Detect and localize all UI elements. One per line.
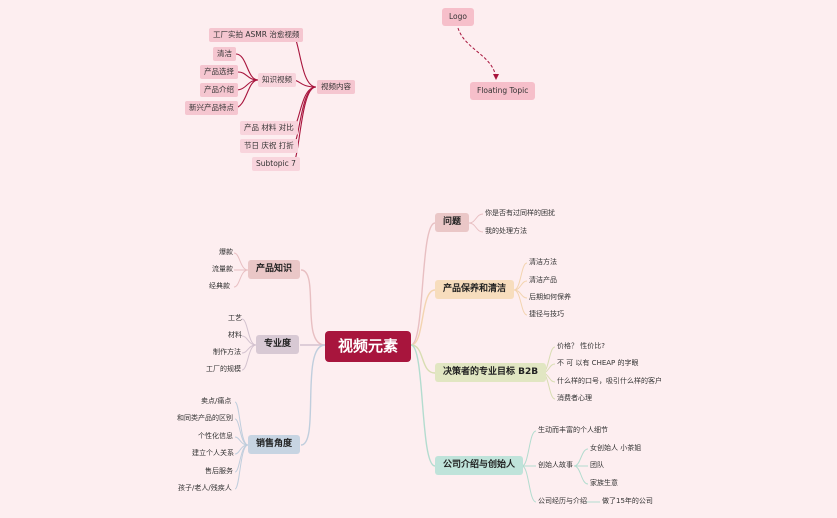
branch-b2b-goals[interactable]: 决策者的专业目标 B2B <box>435 363 547 382</box>
root-topic[interactable]: 视频元素 <box>325 331 412 362</box>
leaf-personal-details[interactable]: 生动而丰富的个人细节 <box>538 426 608 434</box>
leaf-maintenance[interactable]: 后期如何保养 <box>529 293 571 301</box>
topic-product-choice[interactable]: 产品选择 <box>200 65 238 79</box>
leaf-my-method[interactable]: 我的处理方法 <box>485 227 527 235</box>
leaf-factory-scale[interactable]: 工厂的规模 <box>206 365 241 373</box>
leaf-difference[interactable]: 和同类产品的区别 <box>177 414 233 422</box>
leaf-craft[interactable]: 工艺 <box>228 314 242 322</box>
branch-product-knowledge[interactable]: 产品知识 <box>248 260 301 279</box>
leaf-clean-product[interactable]: 清洁产品 <box>529 276 557 284</box>
leaf-relationship[interactable]: 建立个人关系 <box>192 449 234 457</box>
logo-topic[interactable]: Logo <box>442 8 474 26</box>
leaf-method[interactable]: 制作方法 <box>213 348 241 356</box>
leaf-family-business[interactable]: 家族生意 <box>590 479 618 487</box>
topic-holiday-discount[interactable]: 节日 庆祝 打折 <box>240 139 298 153</box>
leaf-material[interactable]: 材料 <box>228 331 242 339</box>
leaf-slogan[interactable]: 什么样的口号，吸引什么样的客户 <box>557 377 662 385</box>
branch-sales-angle[interactable]: 销售角度 <box>248 435 301 454</box>
branch-professionalism[interactable]: 专业度 <box>256 335 300 354</box>
leaf-bestseller[interactable]: 爆款 <box>219 248 233 256</box>
leaf-classic[interactable]: 经典款 <box>209 282 230 290</box>
leaf-traffic[interactable]: 流量款 <box>212 265 233 273</box>
branch-company-founder[interactable]: 公司介绍与创始人 <box>435 456 524 475</box>
leaf-audience[interactable]: 孩子/老人/残疾人 <box>178 484 232 492</box>
topic-knowledge-video[interactable]: 知识视频 <box>258 73 296 87</box>
leaf-company-history[interactable]: 公司经历与介绍 <box>538 497 587 505</box>
topic-product-compare[interactable]: 产品 材料 对比 <box>240 121 298 135</box>
leaf-selling-points[interactable]: 卖点/痛点 <box>201 397 232 405</box>
topic-video-content[interactable]: 视频内容 <box>317 80 355 94</box>
leaf-consumer-psychology[interactable]: 消费者心理 <box>557 394 592 402</box>
leaf-no-cheap[interactable]: 不 可 以有 CHEAP 的字眼 <box>557 359 639 367</box>
leaf-personal-info[interactable]: 个性化信息 <box>198 432 233 440</box>
leaf-founder-story[interactable]: 创始人故事 <box>538 461 573 469</box>
topic-new-features[interactable]: 新兴产品特点 <box>185 101 238 115</box>
leaf-price[interactable]: 价格？ 性价比? <box>557 342 605 350</box>
leaf-after-sales[interactable]: 售后服务 <box>205 467 233 475</box>
topic-factory-asmr[interactable]: 工厂实拍 ASMR 治愈视频 <box>209 28 304 42</box>
topic-product-intro[interactable]: 产品介绍 <box>200 83 238 97</box>
branch-problem[interactable]: 问题 <box>435 213 470 232</box>
leaf-female-founder[interactable]: 女创始人 小茶姐 <box>590 444 642 452</box>
leaf-team[interactable]: 团队 <box>590 461 604 469</box>
leaf-15-years[interactable]: 做了15年的公司 <box>602 497 653 505</box>
topic-subtopic-7[interactable]: Subtopic 7 <box>252 157 300 171</box>
leaf-clean-method[interactable]: 清洁方法 <box>529 258 557 266</box>
topic-cleaning[interactable]: 清洁 <box>213 47 236 61</box>
leaf-same-trouble[interactable]: 你是否有过同样的困扰 <box>485 209 555 217</box>
floating-topic[interactable]: Floating Topic <box>470 82 536 100</box>
branch-care-cleaning[interactable]: 产品保养和清洁 <box>435 280 515 299</box>
leaf-tips[interactable]: 捷径与技巧 <box>529 310 564 318</box>
